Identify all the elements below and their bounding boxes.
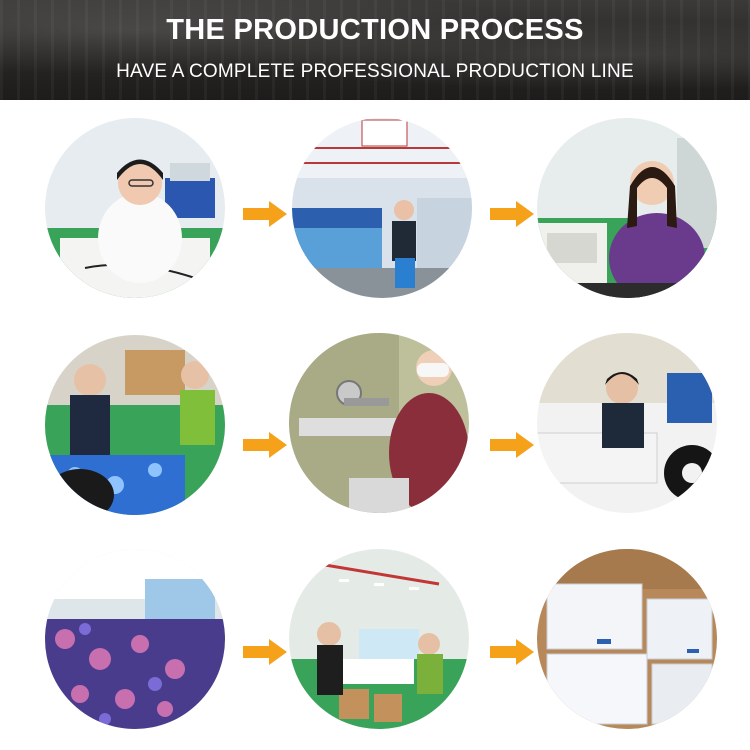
header-banner: THE PRODUCTION PROCESS HAVE A COMPLETE P…	[0, 0, 750, 100]
step-photo-stuffing-machine	[289, 333, 469, 513]
arrow-right-icon	[243, 432, 287, 458]
arrow-right-icon	[490, 432, 534, 458]
step-photo-sorting-fabric	[45, 335, 225, 515]
step-photo-sewing-purple	[537, 118, 717, 298]
arrow-right-icon	[243, 201, 287, 227]
step-photo-packaged-boxes	[537, 549, 717, 729]
step-photo-packing-line	[289, 549, 469, 729]
arrow-right-icon	[490, 201, 534, 227]
step-photo-sewing-pillow	[537, 333, 717, 513]
step-photo-cutting-tables	[292, 118, 472, 298]
page-title: THE PRODUCTION PROCESS	[166, 14, 584, 46]
step-photo-cutting-pattern	[45, 118, 225, 298]
step-photo-finished-stock	[45, 549, 225, 729]
arrow-right-icon	[243, 639, 287, 665]
arrow-right-icon	[490, 639, 534, 665]
page-subtitle: HAVE A COMPLETE PROFESSIONAL PRODUCTION …	[116, 61, 634, 82]
